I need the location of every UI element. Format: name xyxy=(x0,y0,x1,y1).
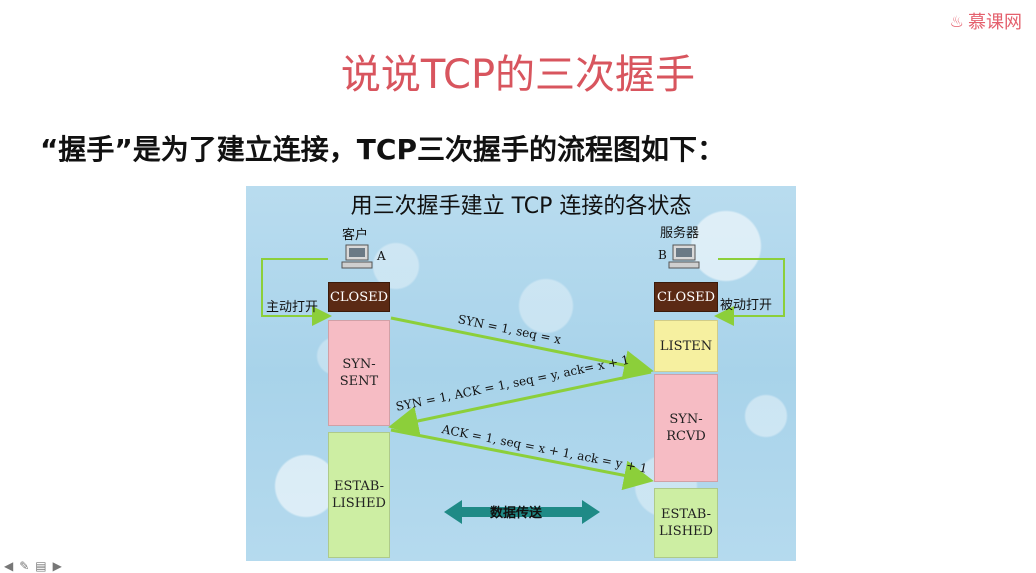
client-computer-icon xyxy=(341,244,373,269)
server-state-listen: LISTEN xyxy=(654,320,718,372)
menu-icon[interactable]: ▤ xyxy=(35,559,47,573)
server-state-syn-rcvd: SYN- RCVD xyxy=(654,374,718,482)
next-icon[interactable]: ▶ xyxy=(52,559,62,573)
client-letter: A xyxy=(377,249,386,263)
slide-title: 说说TCP的三次握手 xyxy=(340,52,696,98)
syn-arrow xyxy=(390,316,654,380)
client-open-label: 主动打开 xyxy=(266,300,319,315)
data-transfer-arrow xyxy=(444,500,600,524)
server-letter: B xyxy=(658,248,667,262)
flame-icon: ♨ xyxy=(949,11,964,31)
diagram-title: 用三次握手建立 TCP 连接的各状态 xyxy=(350,194,692,219)
syn-ack-arrow xyxy=(388,370,652,436)
client-state-established: ESTAB- LISHED xyxy=(328,432,390,558)
slide-toolbar: ◀ ✎ ▤ ▶ xyxy=(0,559,124,573)
server-open-label: 被动打开 xyxy=(720,298,773,313)
brand-text: 慕课网 xyxy=(968,12,1022,33)
server-label: 服务器 xyxy=(660,226,700,241)
client-open-line xyxy=(261,258,332,326)
prev-icon[interactable]: ◀ xyxy=(4,559,14,573)
diagram-arrows xyxy=(261,258,785,524)
brand-logo: ♨ 慕课网 xyxy=(950,8,1022,34)
tcp-handshake-diagram: 用三次握手建立 TCP 连接的各状态 客户 A 服务器 B 主动打开 被动打开 xyxy=(246,186,796,561)
server-state-established: ESTAB- LISHED xyxy=(654,488,718,558)
client-state-syn-sent: SYN- SENT xyxy=(328,320,390,426)
slide-subtitle: “握手”是为了建立连接，TCP三次握手的流程图如下： xyxy=(40,133,725,166)
server-computer-icon xyxy=(668,244,700,269)
pen-icon[interactable]: ✎ xyxy=(19,559,30,573)
client-state-closed: CLOSED xyxy=(328,282,390,312)
client-label: 客户 xyxy=(342,228,369,243)
ack-arrow xyxy=(390,428,654,491)
server-open-line xyxy=(714,258,785,326)
server-state-closed: CLOSED xyxy=(654,282,718,312)
data-transfer-label: 数据传送 xyxy=(490,506,543,521)
